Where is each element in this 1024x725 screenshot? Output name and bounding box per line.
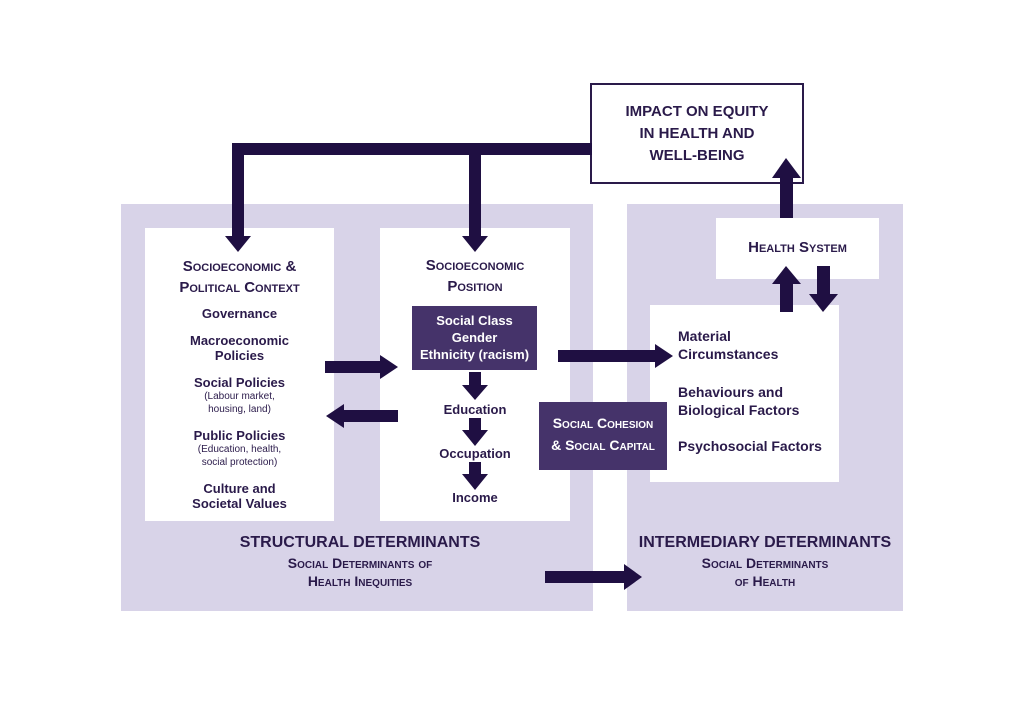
health-system-label: Health System bbox=[748, 239, 847, 256]
intermediary-label: INTERMEDIARY DETERMINANTS Social Determi… bbox=[627, 532, 903, 590]
context-public-detail-2: social protection) bbox=[201, 457, 278, 468]
social-cohesion-box: Social Cohesion & Social Capital bbox=[539, 402, 667, 470]
context-item-public-policies: Public Policies bbox=[193, 428, 286, 443]
impact-on-equity-box: IMPACT ON EQUITY IN HEALTH AND WELL-BEIN… bbox=[590, 83, 804, 184]
structural-label: STRUCTURAL DETERMINANTS Social Determina… bbox=[200, 532, 520, 590]
cohesion-line-2: & Social Capital bbox=[551, 437, 655, 453]
cohesion-line-1: Social Cohesion bbox=[552, 415, 654, 431]
intermediary-title: INTERMEDIARY DETERMINANTS bbox=[638, 534, 892, 551]
context-social-detail-1: (Labour market, bbox=[204, 391, 275, 402]
position-title: Socioeconomic Position bbox=[380, 255, 570, 297]
context-item-governance: Governance bbox=[201, 306, 278, 321]
factor-psychosocial: Psychosocial Factors bbox=[678, 438, 822, 454]
class-box-line-3: Ethnicity (racism) bbox=[419, 347, 530, 362]
context-title-line-1: Socioeconomic & bbox=[182, 258, 297, 275]
intermediary-subtitle-1: Social Determinants bbox=[701, 555, 829, 571]
political-context-box: Socioeconomic & Political Context Govern… bbox=[145, 228, 334, 521]
step-income: Income bbox=[452, 490, 498, 505]
structural-subtitle-1: Social Determinants of bbox=[287, 555, 433, 571]
impact-line-2: IN HEALTH AND bbox=[639, 125, 755, 142]
intermediary-subtitle-2: of Health bbox=[734, 573, 796, 589]
context-social-detail-2: housing, land) bbox=[208, 404, 271, 415]
context-item-culture: Culture and Societal Values bbox=[192, 481, 287, 511]
context-public-detail-1: (Education, health, bbox=[197, 444, 282, 455]
context-title-line-2: Political Context bbox=[179, 279, 300, 296]
context-item-social-policies: Social Policies bbox=[193, 375, 286, 390]
impact-line-3: WELL-BEING bbox=[649, 147, 745, 164]
impact-line-1: IMPACT ON EQUITY bbox=[625, 103, 769, 120]
factor-behaviours: Behaviours and Biological Factors bbox=[678, 384, 800, 418]
position-title-line-1: Socioeconomic bbox=[425, 257, 525, 274]
social-class-box: Social Class Gender Ethnicity (racism) bbox=[412, 306, 537, 370]
class-box-line-2: Gender bbox=[451, 330, 498, 345]
structural-subtitle-2: Health Inequities bbox=[307, 573, 413, 589]
factor-material: Material Circumstances bbox=[678, 328, 779, 362]
step-occupation: Occupation bbox=[439, 446, 511, 461]
health-system-box: Health System bbox=[716, 218, 879, 279]
feedback-top-bar bbox=[232, 143, 592, 155]
position-title-line-2: Position bbox=[447, 278, 503, 295]
structural-title: STRUCTURAL DETERMINANTS bbox=[239, 534, 481, 551]
intermediary-factors-box: Material Circumstances Behaviours and Bi… bbox=[650, 305, 839, 482]
context-item-macroeconomic: Macroeconomic Policies bbox=[190, 333, 289, 363]
step-education: Education bbox=[443, 402, 507, 417]
class-box-line-1: Social Class bbox=[436, 313, 513, 328]
